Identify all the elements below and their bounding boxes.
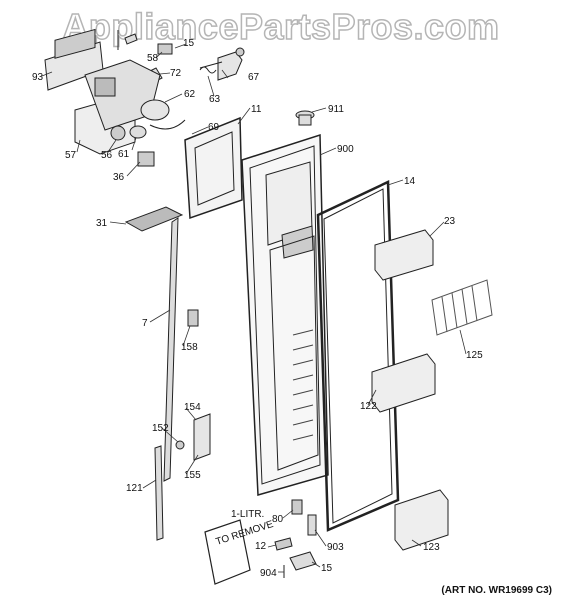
part-14-gasket bbox=[316, 180, 400, 532]
part-31-grille bbox=[124, 206, 184, 232]
part-7-trim bbox=[163, 217, 179, 482]
part-158-clip bbox=[187, 309, 199, 327]
callout-36: 36 bbox=[113, 172, 125, 183]
part-62-motor bbox=[140, 99, 186, 130]
part-15-bracket-lower bbox=[289, 551, 317, 571]
callout-158: 158 bbox=[181, 342, 198, 353]
part-900-door bbox=[241, 133, 329, 496]
callout-903: 903 bbox=[327, 542, 344, 553]
art-number: (ART NO. WR19699 C3) bbox=[441, 585, 552, 596]
part-12-clip bbox=[274, 537, 293, 551]
part-152-bushing bbox=[175, 440, 185, 450]
callout-122: 122 bbox=[360, 401, 377, 412]
callout-67: 67 bbox=[248, 72, 260, 83]
part-15-clip bbox=[117, 30, 138, 50]
callout-1-litr: 1-LITR. bbox=[231, 509, 264, 520]
callout-80: 80 bbox=[272, 514, 284, 525]
callout-14: 14 bbox=[404, 176, 416, 187]
callout-900: 900 bbox=[337, 144, 354, 155]
part-80-fitting bbox=[291, 499, 303, 515]
callout-911: 911 bbox=[328, 104, 344, 115]
callout-63: 63 bbox=[209, 94, 221, 105]
callout-56: 56 bbox=[101, 150, 113, 161]
callout-11: 11 bbox=[251, 104, 262, 115]
callout-154: 154 bbox=[184, 402, 201, 413]
callout-69: 69 bbox=[208, 122, 220, 133]
part-903-fitting bbox=[307, 514, 317, 536]
callout-7: 7 bbox=[142, 318, 148, 329]
part-61-switch bbox=[129, 125, 147, 139]
callout-155: 155 bbox=[184, 470, 201, 481]
part-125-basket bbox=[431, 279, 493, 336]
leader-lines bbox=[41, 43, 467, 573]
part-56-solenoid bbox=[110, 125, 126, 141]
callout-904: 904 bbox=[260, 568, 277, 579]
callout-62: 62 bbox=[184, 89, 196, 100]
callout-72: 72 bbox=[170, 68, 182, 79]
callout-123: 123 bbox=[423, 542, 440, 553]
part-58-clip bbox=[157, 43, 173, 55]
callout-15-lower: 15 bbox=[321, 563, 333, 574]
part-121-trim bbox=[154, 445, 164, 541]
callout-93: 93 bbox=[32, 72, 44, 83]
callout-31: 31 bbox=[96, 218, 108, 229]
callout-121: 121 bbox=[126, 483, 143, 494]
part-1-litr-manual bbox=[204, 519, 251, 585]
part-154-hinge-plate bbox=[193, 413, 211, 461]
callout-152: 152 bbox=[152, 423, 169, 434]
part-911-cap bbox=[295, 110, 315, 126]
part-122-bin bbox=[371, 353, 436, 413]
callout-58: 58 bbox=[147, 53, 159, 64]
part-67-hinge bbox=[199, 47, 245, 81]
part-63-spring bbox=[199, 66, 217, 74]
callout-57: 57 bbox=[65, 150, 77, 161]
door-shelf-rails bbox=[292, 329, 314, 441]
callout-23: 23 bbox=[444, 216, 456, 227]
part-69-recess-frame bbox=[184, 116, 243, 220]
part-23-bin bbox=[374, 229, 434, 281]
callout-125: 125 bbox=[466, 350, 483, 361]
callout-15: 15 bbox=[183, 38, 195, 49]
callout-12: 12 bbox=[255, 541, 267, 552]
part-123-bin bbox=[394, 489, 449, 551]
part-36-microswitch bbox=[137, 151, 155, 167]
callout-61: 61 bbox=[118, 149, 130, 160]
